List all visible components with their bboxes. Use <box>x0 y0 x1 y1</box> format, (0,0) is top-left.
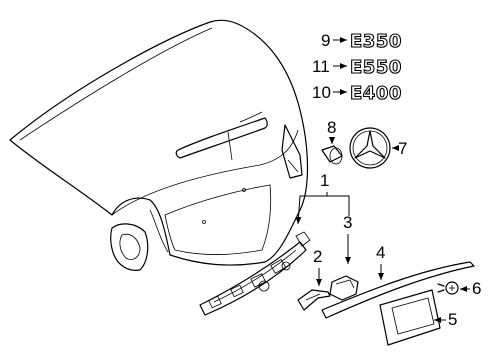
callout-4: 4 <box>376 243 385 262</box>
badge-e550: E550 <box>350 57 402 78</box>
badge-e400: E400 <box>350 83 402 104</box>
callout-3: 3 <box>343 213 352 232</box>
callout-1: 1 <box>320 171 329 190</box>
callout-5: 5 <box>448 310 457 329</box>
callout-6: 6 <box>472 279 481 298</box>
third-brake-light <box>175 111 268 161</box>
release-switch <box>329 275 359 301</box>
callout-2: 2 <box>313 247 322 266</box>
callout-7: 7 <box>398 139 407 158</box>
badge-e350: E350 <box>350 31 402 52</box>
grommet <box>321 145 343 165</box>
lock-recess <box>110 223 149 271</box>
trunk-handle-assembly <box>199 231 311 316</box>
screw <box>437 281 459 295</box>
trim-strip <box>321 261 475 319</box>
callout-11: 11 <box>312 57 330 76</box>
callout-9: 9 <box>321 31 330 50</box>
star-emblem <box>349 127 391 169</box>
callout-8: 8 <box>327 118 336 137</box>
trunk-lid <box>9 19 309 266</box>
bracket-2 <box>297 289 331 311</box>
license-plate-bracket <box>379 289 441 346</box>
hinge-area <box>281 124 303 179</box>
callout-10: 10 <box>312 83 331 102</box>
